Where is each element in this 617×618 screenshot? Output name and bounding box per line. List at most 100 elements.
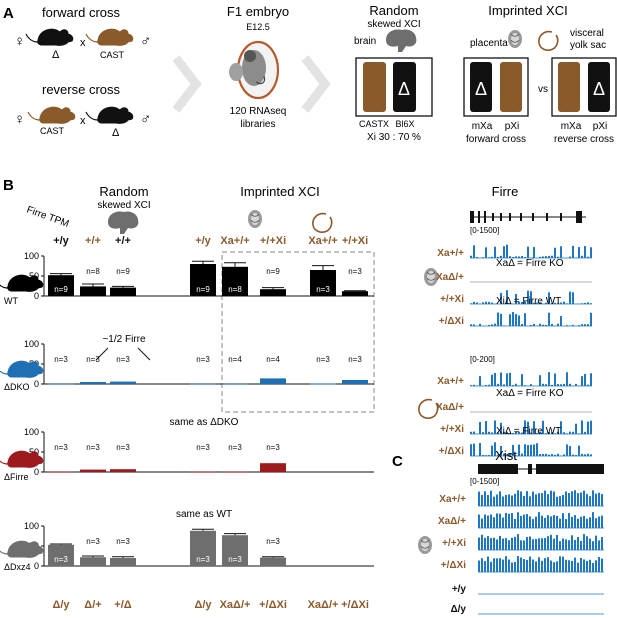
- sample-size-label: n=3: [86, 443, 100, 452]
- track-signal: [520, 515, 522, 528]
- track-signal: [547, 536, 549, 550]
- track-signal: [559, 556, 561, 572]
- track-signal: [532, 491, 534, 506]
- mouse-icon: [0, 540, 44, 558]
- track-signal: [541, 493, 543, 506]
- track-signal: [496, 513, 498, 528]
- track-signal: [487, 556, 489, 572]
- sample-size-label: n=9: [116, 267, 130, 276]
- track-signal: [521, 432, 523, 434]
- track-signal: [506, 373, 508, 386]
- track-signal: [590, 303, 592, 304]
- track-signal: [494, 372, 496, 386]
- panel-label-b: B: [3, 177, 14, 194]
- track-signal: [580, 516, 582, 528]
- genotype-label: +/ΔXi: [341, 599, 369, 611]
- genotype-label: +/y: [195, 235, 211, 247]
- track-row-label: XaΔ/+: [438, 516, 466, 527]
- bar: [342, 380, 368, 384]
- track-signal: [554, 302, 556, 304]
- track-signal: [590, 420, 592, 434]
- track-signal: [587, 302, 589, 304]
- track-row-label: +/+Xi: [440, 294, 464, 305]
- pxi-chromosome: [588, 62, 610, 112]
- track-signal: [506, 431, 508, 434]
- y-tick-label: 100: [24, 339, 39, 349]
- track-signal: [574, 515, 576, 528]
- track-signal: [517, 512, 519, 528]
- bar: [342, 291, 368, 296]
- genotype-label: +/+Xi: [342, 235, 368, 247]
- track-signal: [479, 323, 481, 326]
- track-signal: [548, 454, 550, 456]
- track-signal: [502, 496, 504, 506]
- track-signal: [517, 556, 519, 572]
- track-signal: [556, 561, 558, 572]
- track-signal: [575, 423, 577, 434]
- track-signal: [569, 383, 571, 386]
- track-signal: [551, 432, 553, 434]
- pxi-label: pXi: [593, 121, 607, 132]
- track-signal: [554, 454, 556, 456]
- bar: [260, 557, 286, 566]
- sample-size-label: n=3: [316, 355, 330, 364]
- firre-title: Firre: [492, 184, 519, 199]
- xist-tracks: Xa+/+XaΔ/++/+Xi+/ΔXi+/yΔ/y: [438, 490, 604, 615]
- same-as-wt-annotation: same as WT: [176, 509, 232, 520]
- sample-size-label: n=3: [54, 355, 68, 364]
- track-signal: [589, 538, 591, 550]
- genotype-group-label: ΔFirre: [4, 472, 29, 482]
- firre-wt-label: XiΔ = Firre WT: [496, 426, 561, 437]
- bar: [222, 535, 248, 566]
- sample-size-label: n=3: [116, 537, 130, 546]
- track-signal: [548, 255, 550, 258]
- track-signal: [533, 421, 535, 434]
- track-signal: [542, 453, 544, 456]
- placenta-label: placenta: [470, 38, 508, 49]
- track-signal: [581, 255, 583, 258]
- track-signal: [494, 323, 496, 326]
- track-signal: [517, 534, 519, 550]
- track-signal: [538, 557, 540, 572]
- genotype-label: +/+Xi: [260, 235, 286, 247]
- track-signal: [557, 256, 559, 258]
- track-row-label: +/+Xi: [440, 424, 464, 435]
- same-as-dko-annotation: same as ΔDKO: [170, 417, 239, 428]
- track-signal: [530, 324, 532, 326]
- genotype-label: +/+: [115, 235, 131, 247]
- sample-size-label: n=3: [54, 555, 68, 564]
- track-signal: [541, 538, 543, 550]
- y-tick-label: 100: [24, 427, 39, 437]
- track-signal: [506, 244, 508, 258]
- sample-size-label: n=9: [196, 285, 210, 294]
- track-signal: [563, 301, 565, 304]
- embryo-icon: [229, 40, 280, 100]
- yolk-sac-icon: [312, 212, 333, 233]
- track-signal: [511, 495, 513, 506]
- bar: [310, 270, 336, 296]
- track-signal: [575, 383, 577, 386]
- track-signal: [601, 515, 603, 528]
- track-signal: [496, 539, 498, 550]
- track-signal: [583, 515, 585, 528]
- track-signal: [503, 384, 505, 386]
- genotype-label: Xa+/+: [308, 235, 337, 247]
- bar: [48, 471, 74, 473]
- track-signal: [505, 538, 507, 550]
- xist-title: Xist: [495, 448, 517, 463]
- track-signal: [481, 534, 483, 550]
- random-subtitle: skewed XCI: [97, 200, 150, 211]
- track-signal: [533, 323, 535, 326]
- track-signal: [482, 455, 484, 456]
- genotype-group-label: ΔDKO: [4, 382, 30, 392]
- track-signal: [568, 560, 570, 572]
- bar: [190, 471, 216, 473]
- track-signal: [547, 557, 549, 572]
- track-signal: [530, 291, 532, 304]
- track-signal: [482, 257, 484, 258]
- track-signal: [557, 431, 559, 434]
- track-signal: [584, 246, 586, 258]
- track-signal: [497, 312, 499, 326]
- track-signal: [542, 256, 544, 258]
- y-tick-label: 0: [34, 467, 39, 477]
